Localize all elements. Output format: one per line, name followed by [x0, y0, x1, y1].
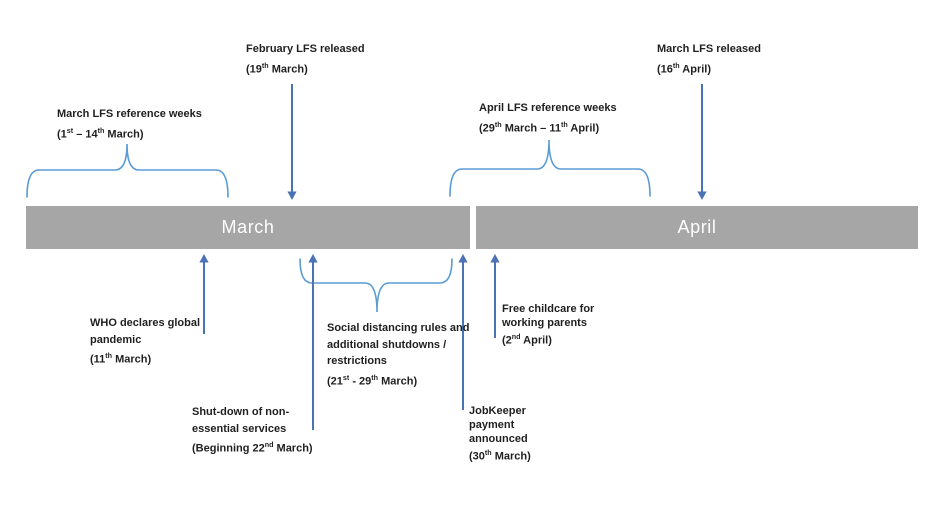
annotation-line: February LFS released: [246, 43, 365, 55]
arrow-feb-lfs-released: [287, 84, 297, 200]
annotation-jobkeeper: JobKeeper payment announced (30th March): [469, 404, 531, 464]
annotation-line: working parents: [502, 317, 587, 329]
annotation-line: pandemic: [90, 333, 142, 346]
annotation-line: (21st - 29th March): [327, 373, 418, 388]
arrow-who-pandemic: [199, 254, 209, 334]
brace-april-ref-weeks: [449, 139, 651, 197]
arrow-jobkeeper: [458, 254, 468, 410]
annotation-line: Free childcare for: [502, 303, 595, 315]
annotation-line: (2nd April): [502, 333, 552, 347]
annotation-line: April LFS reference weeks: [479, 102, 617, 114]
bar-label-april: April: [677, 217, 717, 237]
annotation-line: (Beginning 22nd March): [192, 441, 313, 455]
brace-social-distancing: [299, 258, 453, 313]
annotation-line: (29th March – 11th April): [479, 120, 600, 135]
annotation-free-childcare: Free childcare for working parents (2nd …: [502, 302, 594, 348]
arrow-free-childcare: [490, 254, 500, 338]
annotation-line: (19th March): [246, 61, 308, 76]
timeline-bar-april: April: [476, 206, 918, 249]
timeline-bar-march: March: [26, 206, 470, 249]
annotation-line: restrictions: [327, 355, 387, 367]
annotation-line: WHO declares global: [90, 317, 201, 329]
annotation-line: March LFS reference weeks: [57, 108, 202, 120]
annotation-line: (30th March): [469, 449, 531, 463]
annotation-line: (1st – 14th March): [57, 126, 144, 141]
annotation-line: payment: [469, 419, 515, 431]
annotation-social-distancing: Social distancing rules and additional s…: [327, 320, 469, 390]
annotation-line: (16th April): [657, 61, 712, 76]
annotation-who-pandemic: WHO declares global pandemic (11th March…: [90, 315, 200, 368]
annotation-line: essential services: [192, 422, 287, 435]
arrow-shutdown: [308, 254, 318, 430]
annotation-shutdown: Shut-down of non- essential services (Be…: [192, 404, 313, 457]
annotation-line: Social distancing rules and: [327, 322, 470, 334]
annotation-line: JobKeeper: [469, 405, 526, 417]
bar-label-march: March: [221, 217, 275, 237]
annotation-line: March LFS released: [657, 43, 761, 55]
annotation-line: Shut-down of non-: [192, 406, 290, 418]
arrow-march-lfs-released: [697, 84, 707, 200]
brace-march-ref-weeks: [26, 143, 229, 198]
annotation-line: additional shutdowns /: [327, 338, 447, 351]
annotation-march-lfs-released: March LFS released (16th April): [657, 41, 761, 78]
annotation-line: (11th March): [90, 352, 152, 366]
annotation-march-ref-weeks: March LFS reference weeks (1st – 14th Ma…: [57, 106, 202, 143]
annotation-april-ref-weeks: April LFS reference weeks (29th March – …: [479, 100, 617, 137]
annotation-feb-lfs-released: February LFS released (19th March): [246, 41, 365, 78]
annotation-line: announced: [469, 433, 528, 445]
